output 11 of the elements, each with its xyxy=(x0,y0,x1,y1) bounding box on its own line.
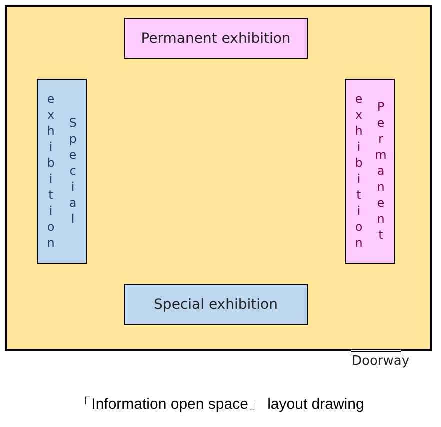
exhibit-area xyxy=(345,79,395,264)
caption: 「Information open space」 layout drawing xyxy=(76,395,366,414)
exhibit-area xyxy=(124,18,308,59)
area-label: Special exhibition xyxy=(154,296,278,312)
area-label: Permanent exhibition xyxy=(351,90,389,254)
doorway-label: Doorway xyxy=(352,354,410,369)
exhibit-area xyxy=(37,79,87,264)
area-label: Permanent exhibition xyxy=(141,30,291,46)
exhibit-area xyxy=(124,284,308,325)
area-label: Special exhibition xyxy=(43,90,81,254)
room-floor xyxy=(5,5,432,351)
